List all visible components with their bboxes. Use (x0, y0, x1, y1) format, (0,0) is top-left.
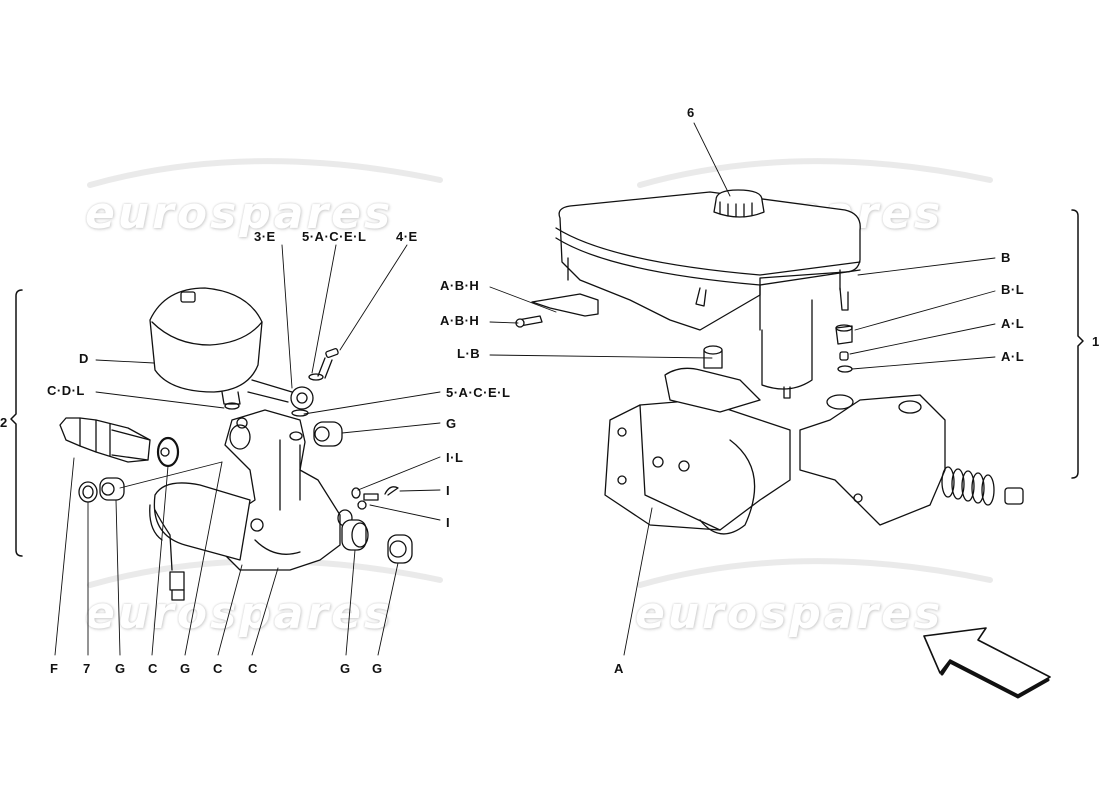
callout-b-l: B·L (1001, 282, 1025, 297)
pressure-switch-icon (59, 417, 180, 468)
callout-c-d-l: C·D·L (47, 383, 85, 398)
bolt-icon (317, 348, 339, 379)
callout-l-b: L·B (457, 346, 481, 361)
watermark: eurospares (85, 188, 394, 239)
callout-g: G (446, 416, 457, 431)
spring-icon (941, 466, 995, 506)
callout-i: I (446, 515, 451, 530)
pump-body-icon (224, 409, 353, 571)
banjo-fitting-icon (247, 373, 324, 417)
callout-d: D (79, 351, 89, 366)
group-label-1: 1 (1092, 334, 1100, 349)
accumulator-icon (149, 287, 263, 410)
callout-g: G (180, 661, 191, 676)
callout-7: 7 (83, 661, 91, 676)
pump-unit-icon (604, 345, 791, 535)
callout-a-b-h: A·B·H (440, 278, 480, 293)
group-label-2: 2 (0, 415, 8, 430)
callout-c: C (213, 661, 223, 676)
view-direction-arrow-icon (923, 627, 1051, 699)
callout-a-b-h: A·B·H (440, 313, 480, 328)
callout-6: 6 (687, 105, 695, 120)
callout-a-l: A·L (1001, 349, 1025, 364)
callout-g: G (115, 661, 126, 676)
mounting-bracket-icon (515, 293, 599, 328)
seal-icon (835, 287, 853, 373)
callout-c: C (248, 661, 258, 676)
callout-a: A (614, 661, 624, 676)
callout-4-e: 4·E (396, 229, 418, 244)
filter-icon (78, 421, 413, 564)
callout-g: G (372, 661, 383, 676)
watermark: eurospares (85, 588, 394, 639)
leader-lines-left (54, 244, 441, 656)
group-2-bracket-icon (10, 289, 23, 557)
callout-a-l: A·L (1001, 316, 1025, 331)
callout-i-l: I·L (446, 450, 464, 465)
watermark: eurospares (635, 588, 944, 639)
clip-pin-icon (351, 486, 399, 510)
fluid-reservoir-icon (555, 189, 861, 399)
callout-g: G (340, 661, 351, 676)
callout-b: B (1001, 250, 1011, 265)
callout-5-acel-top: 5·A·C·E·L (302, 229, 367, 244)
master-cylinder-icon (799, 394, 1024, 526)
callout-f: F (50, 661, 59, 676)
group-1-bracket-icon (1071, 209, 1084, 479)
callout-5-acel-side: 5·A·C·E·L (446, 385, 511, 400)
callout-i: I (446, 483, 451, 498)
callout-c: C (148, 661, 158, 676)
leader-lines-right (489, 122, 996, 656)
callout-3-e: 3·E (254, 229, 276, 244)
